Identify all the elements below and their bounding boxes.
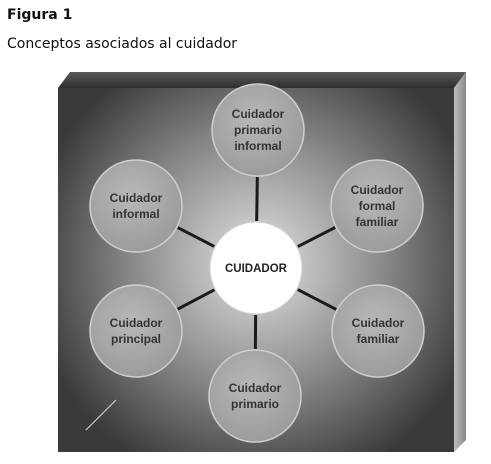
node-label-line: Cuidador	[351, 183, 404, 197]
node-primario-informal: Cuidador primario informal	[211, 83, 305, 177]
node-circle	[331, 284, 425, 378]
node-label-line: informal	[112, 207, 159, 221]
node-label-line: Cuidador	[229, 381, 282, 395]
panel-side-face	[454, 72, 466, 452]
node-label-line: primario	[231, 397, 279, 411]
node-label-line: Cuidador	[352, 316, 405, 330]
panel-corner-highlight	[85, 399, 117, 431]
node-circle	[330, 159, 424, 253]
figure-label: Figura 1	[7, 7, 73, 23]
concept-nodes: CuidadorprimarioinformalCuidadorformalfa…	[89, 83, 425, 443]
node-label-line: primario	[234, 123, 282, 137]
connector-formal-familiar	[297, 226, 336, 248]
node-label-line: Cuidador	[232, 107, 285, 121]
node-circle	[89, 284, 183, 378]
connector-familiar	[297, 288, 337, 311]
node-circle	[208, 349, 302, 443]
node-label-line: principal	[111, 332, 161, 346]
panel-top-face	[58, 72, 466, 88]
connector-primario-informal	[255, 176, 259, 222]
node-label-line: familiar	[356, 215, 399, 229]
node-familiar: Cuidador familiar	[331, 284, 425, 378]
node-label-line: informal	[234, 139, 281, 153]
node-label-line: Cuidador	[110, 191, 163, 205]
node-primario: Cuidador primario	[208, 349, 302, 443]
center-node-circle	[209, 221, 303, 315]
center-node-group: CUIDADOR	[209, 221, 303, 315]
node-label-line: familiar	[357, 332, 400, 346]
connector-informal	[177, 226, 215, 248]
figure-caption: Conceptos asociados al cuidador	[7, 36, 238, 52]
node-label-line: formal	[359, 199, 396, 213]
connector-principal	[176, 288, 216, 311]
node-label-line: CUIDADOR	[225, 263, 288, 275]
connector-lines	[176, 176, 337, 350]
node-label-line: Cuidador	[110, 316, 163, 330]
node-informal: Cuidador informal	[89, 159, 183, 253]
node-circle	[211, 83, 305, 177]
node-circle	[89, 159, 183, 253]
node-formal-familiar: Cuidador formal familiar	[330, 159, 424, 253]
node-principal: Cuidador principal	[89, 284, 183, 378]
